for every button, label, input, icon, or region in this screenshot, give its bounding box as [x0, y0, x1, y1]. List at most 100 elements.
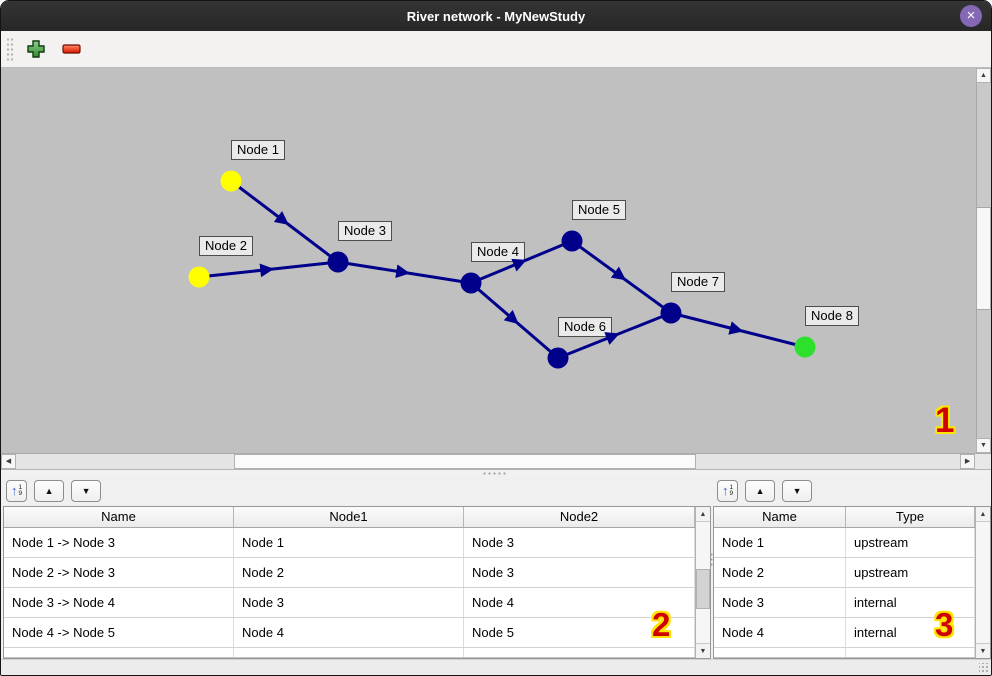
network-graph [188, 170, 816, 369]
scroll-down-button[interactable]: ▼ [976, 643, 990, 658]
node-label-node-6[interactable]: Node 6 [558, 317, 612, 337]
arrow-down-icon: ▼ [979, 647, 987, 655]
close-button[interactable]: × [960, 5, 982, 27]
sort-digit-9: 9 [729, 490, 734, 497]
table-cell [714, 648, 846, 657]
arrow-left-icon: ◀ [5, 458, 12, 465]
main-toolbar [1, 31, 991, 68]
edge-node-5-to-node-7[interactable] [571, 239, 672, 315]
node-label-node-4[interactable]: Node 4 [471, 242, 525, 262]
arrow-up-icon: ▲ [979, 510, 987, 518]
table-row[interactable] [714, 648, 990, 658]
scroll-up-button[interactable]: ▲ [976, 507, 990, 522]
splitter-handle-icon [482, 472, 508, 475]
toolbar-grip[interactable] [6, 37, 14, 61]
edges-table-scrollbar[interactable]: ▲ ▼ [695, 507, 710, 658]
scroll-down-button[interactable]: ▼ [976, 438, 991, 453]
edge-node-7-to-node-8[interactable] [670, 311, 806, 349]
edge-node-1-to-node-3[interactable] [230, 179, 339, 264]
node-label-node-2[interactable]: Node 2 [199, 236, 253, 256]
node-node-1[interactable] [220, 170, 242, 192]
table-scroll-thumb[interactable] [696, 569, 710, 609]
move-up-button[interactable]: ▲ [34, 480, 65, 502]
move-down-button[interactable]: ▼ [782, 480, 813, 502]
table-cell: Node 4 [714, 618, 846, 647]
nodes-pane-toolbar: ↑ 1 9 ▲ ▼ [712, 476, 991, 503]
edges-pane-toolbar: ↑ 1 9 ▲ ▼ [1, 476, 711, 503]
sort-button[interactable]: ↑ 1 9 [717, 480, 739, 502]
node-label-node-8[interactable]: Node 8 [805, 306, 859, 326]
splitter-handle-icon [710, 552, 713, 568]
column-header-type[interactable]: Type [846, 507, 975, 527]
node-node-2[interactable] [188, 266, 210, 288]
node-node-4[interactable] [460, 272, 482, 294]
triangle-up-icon: ▲ [755, 486, 765, 496]
node-label-node-5[interactable]: Node 5 [572, 200, 626, 220]
move-up-button[interactable]: ▲ [745, 480, 776, 502]
table-cell [464, 648, 695, 657]
arrow-up-icon: ▲ [980, 72, 987, 79]
title-bar[interactable]: River network - MyNewStudy × [1, 1, 991, 31]
triangle-up-icon: ▲ [44, 486, 54, 496]
vertical-scroll-thumb[interactable] [976, 207, 991, 310]
node-label-node-7[interactable]: Node 7 [671, 272, 725, 292]
edge-node-6-to-node-7[interactable] [557, 311, 672, 360]
node-node-6[interactable] [547, 347, 569, 369]
column-header-node1[interactable]: Node1 [234, 507, 464, 527]
table-cell: Node 1 [234, 528, 464, 557]
add-node-button[interactable] [22, 35, 50, 63]
network-canvas[interactable]: Node 1 Node 2 Node 3 Node 4 Node 5 Node 6 Node… [1, 68, 976, 453]
table-cell: Node 2 [714, 558, 846, 587]
scroll-down-button[interactable]: ▼ [696, 643, 710, 658]
scroll-left-button[interactable]: ◀ [1, 454, 16, 469]
node-node-8[interactable] [794, 336, 816, 358]
column-header-node2[interactable]: Node2 [464, 507, 695, 527]
column-header-name[interactable]: Name [714, 507, 846, 527]
remove-node-button[interactable] [58, 35, 86, 63]
node-label-node-1[interactable]: Node 1 [231, 140, 285, 160]
node-node-7[interactable] [660, 302, 682, 324]
edge-node-2-to-node-3[interactable] [198, 260, 339, 279]
canvas-vertical-scrollbar[interactable]: ▲ ▼ [976, 68, 991, 453]
table-cell: Node 1 -> Node 3 [4, 528, 234, 557]
table-cell [846, 648, 975, 657]
table-cell: upstream [846, 558, 975, 587]
scroll-up-button[interactable]: ▲ [696, 507, 710, 522]
node-node-5[interactable] [561, 230, 583, 252]
sort-button[interactable]: ↑ 1 9 [6, 480, 28, 502]
arrow-right-icon: ▶ [964, 458, 971, 465]
resize-grip-icon[interactable] [979, 663, 989, 673]
horizontal-splitter[interactable] [1, 469, 991, 476]
table-cell: Node 1 [714, 528, 846, 557]
column-header-name[interactable]: Name [4, 507, 234, 527]
table-cell: Node 3 [464, 528, 695, 557]
move-down-button[interactable]: ▼ [71, 480, 102, 502]
table-cell: internal [846, 588, 975, 617]
table-cell: internal [846, 618, 975, 647]
table-cell [234, 648, 464, 657]
edge-node-4-to-node-5[interactable] [470, 239, 573, 285]
node-node-3[interactable] [327, 251, 349, 273]
scroll-right-button[interactable]: ▶ [960, 454, 976, 469]
vertical-splitter[interactable] [710, 476, 713, 659]
table-row[interactable] [4, 648, 710, 658]
nodes-table-scrollbar[interactable]: ▲ ▼ [975, 507, 990, 658]
node-label-node-3[interactable]: Node 3 [338, 221, 392, 241]
scroll-up-button[interactable]: ▲ [976, 68, 991, 83]
horizontal-scroll-thumb[interactable] [234, 454, 696, 469]
edge-node-3-to-node-4[interactable] [337, 260, 472, 285]
edge-node-4-to-node-6[interactable] [470, 281, 559, 360]
canvas-horizontal-scrollbar[interactable]: ◀ ▶ [1, 453, 976, 469]
